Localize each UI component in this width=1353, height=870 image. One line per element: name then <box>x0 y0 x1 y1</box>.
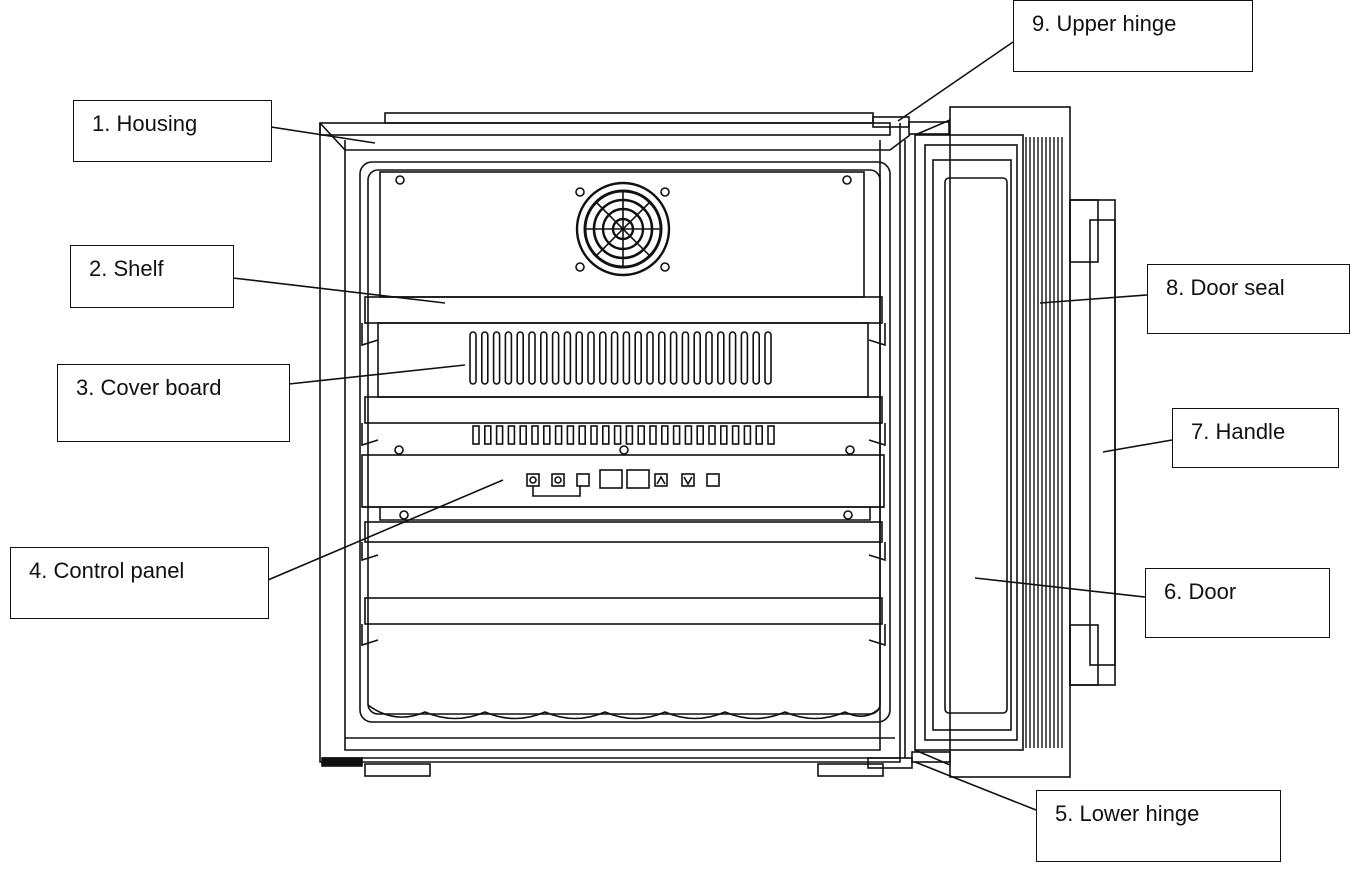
lower-vent-slot <box>649 425 657 445</box>
lower-vent-slot <box>684 425 693 445</box>
upper-hinge-part <box>872 116 950 135</box>
vent-slot <box>634 331 643 385</box>
feet <box>321 757 884 777</box>
vent-slot <box>646 331 654 385</box>
vent-slot <box>740 331 749 385</box>
lower-vent-slot <box>483 425 492 445</box>
cover-board <box>377 322 869 398</box>
vent-slots <box>469 331 772 385</box>
vent-slot <box>681 331 690 385</box>
vent-slot <box>669 331 678 385</box>
vent-slot <box>551 331 560 385</box>
lower-vent-slot <box>519 425 528 445</box>
label-cover-board: 3. Cover board <box>57 364 290 442</box>
lower-vent-slot <box>472 425 480 445</box>
label-door-seal-text: 8. Door seal <box>1166 275 1285 300</box>
housing-top <box>319 112 891 136</box>
label-handle: 7. Handle <box>1172 408 1339 468</box>
lower-vent-slot <box>743 425 752 445</box>
vent-slot <box>610 331 619 385</box>
vent-slot <box>764 331 772 385</box>
label-handle-text: 7. Handle <box>1191 419 1286 444</box>
vent-slot <box>492 331 501 385</box>
lower-vent-slot <box>731 425 740 445</box>
vent-slot <box>728 331 737 385</box>
label-cover-board-text: 3. Cover board <box>76 375 222 400</box>
label-door-text: 6. Door <box>1164 579 1237 604</box>
shelf-2 <box>361 396 886 447</box>
label-lower-hinge-text: 5. Lower hinge <box>1055 801 1200 826</box>
label-door-seal: 8. Door seal <box>1147 264 1350 334</box>
lower-vent-slot <box>672 425 681 445</box>
lower-vent-slot <box>696 425 705 445</box>
vent-slot <box>598 331 607 385</box>
vent-slot <box>587 331 595 385</box>
vent-slot <box>705 331 713 385</box>
vent-slot <box>469 331 477 385</box>
label-control-panel: 4. Control panel <box>10 547 269 619</box>
vent-slot <box>693 331 702 385</box>
control-panel-body <box>361 445 885 521</box>
lower-vent-slot <box>767 425 775 445</box>
vent-slot <box>716 331 725 385</box>
lower-vent-slot <box>625 425 634 445</box>
bottom-tray <box>367 704 881 720</box>
door-frame <box>914 106 1071 778</box>
label-lower-hinge: 5. Lower hinge <box>1036 790 1281 862</box>
label-door: 6. Door <box>1145 568 1330 638</box>
vent-slot <box>575 331 584 385</box>
lower-vent-slot <box>613 425 622 445</box>
vent-slot <box>752 331 761 385</box>
label-upper-hinge: 9. Upper hinge <box>1013 0 1253 72</box>
vent-slot <box>622 331 631 385</box>
vent-slot <box>528 331 536 385</box>
vent-slot <box>563 331 572 385</box>
lower-vent-slot <box>554 425 563 445</box>
lower-vent-slot <box>719 425 728 445</box>
lower-vent-slot <box>708 425 716 445</box>
lower-vent-slot <box>531 425 539 445</box>
lower-vent-slot <box>507 425 516 445</box>
shelf-3 <box>361 521 886 562</box>
lower-vent-slot <box>578 425 587 445</box>
lower-vent-slot <box>601 425 610 445</box>
vent-slot <box>480 331 489 385</box>
vent-slot <box>539 331 548 385</box>
label-shelf-text: 2. Shelf <box>89 256 164 281</box>
label-upper-hinge-text: 9. Upper hinge <box>1032 11 1177 36</box>
door-seal-ribs <box>1025 137 1063 748</box>
lower-vent-slot <box>566 425 575 445</box>
label-control-panel-text: 4. Control panel <box>29 558 185 583</box>
lower-vent-slot <box>637 425 646 445</box>
label-housing: 1. Housing <box>73 100 272 162</box>
label-housing-text: 1. Housing <box>92 111 198 136</box>
vent-slot <box>516 331 525 385</box>
lower-vent-slot <box>660 425 669 445</box>
fan-icon <box>575 181 671 277</box>
lower-vent-slot <box>755 425 764 445</box>
vent-slot <box>657 331 666 385</box>
vent-slot <box>504 331 513 385</box>
interior-liner <box>359 161 891 723</box>
lower-vent-slots <box>472 425 775 445</box>
leader-lines <box>232 41 1173 811</box>
lower-vent-slot <box>590 425 598 445</box>
control-buttons <box>526 469 720 497</box>
lower-vent-slot <box>495 425 504 445</box>
label-shelf: 2. Shelf <box>70 245 234 308</box>
shelf-4 <box>361 597 886 647</box>
door-handle <box>1069 199 1116 686</box>
lower-vent-slot <box>542 425 551 445</box>
